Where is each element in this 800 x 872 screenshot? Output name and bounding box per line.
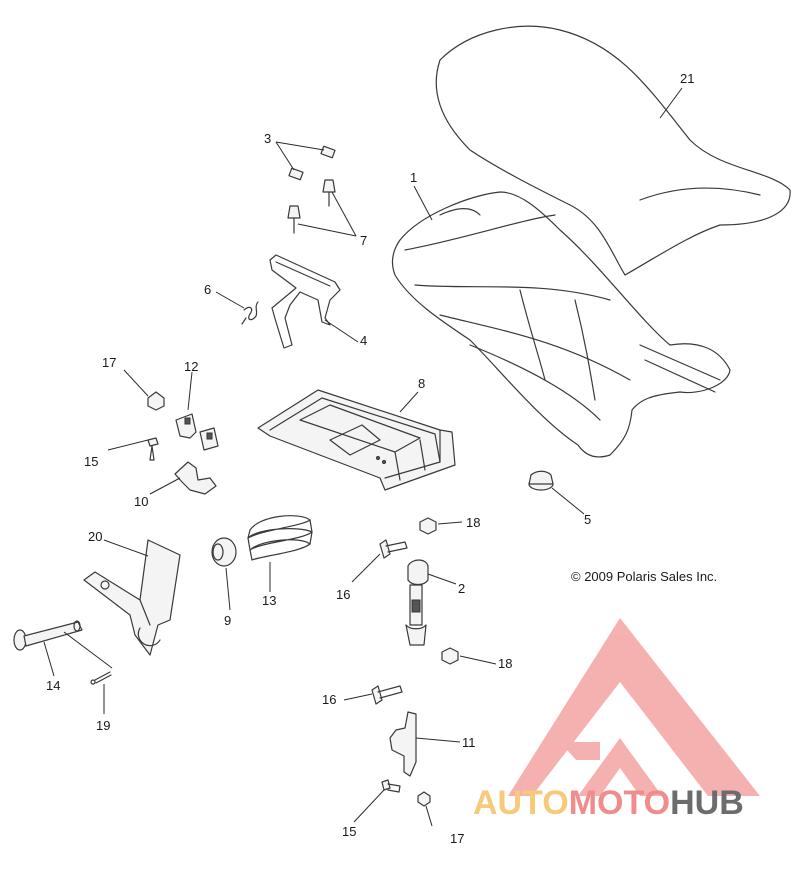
callout-14: 14 — [46, 678, 61, 693]
lower-bracket — [389, 711, 417, 777]
leader-lines — [43, 87, 683, 827]
rubber-bumper — [528, 470, 554, 491]
callout-11: 11 — [462, 735, 476, 750]
callout-10: 10 — [134, 494, 149, 509]
callout-20: 20 — [88, 529, 103, 544]
watermark-moto: MOTO — [568, 784, 671, 822]
callout-18-bottom: 18 — [498, 656, 513, 671]
shock-absorber — [405, 559, 429, 646]
watermark-auto: AUTO — [473, 784, 569, 822]
bolt-15a — [147, 437, 159, 461]
callout-13: 13 — [262, 593, 277, 608]
latch-spring — [241, 301, 259, 325]
callout-15-top: 15 — [84, 454, 99, 469]
callout-2: 2 — [458, 581, 466, 596]
callout-8: 8 — [418, 376, 426, 391]
cotter-pin — [90, 671, 112, 685]
watermark-text: AUTOMOTOHUB — [473, 786, 744, 820]
callout-12: 12 — [184, 359, 199, 374]
callout-17-bottom: 17 — [450, 831, 465, 846]
callout-1: 1 — [410, 170, 418, 185]
callout-6: 6 — [204, 282, 212, 297]
bolt-16b — [371, 685, 403, 705]
copyright-notice: © 2009 Polaris Sales Inc. — [571, 569, 718, 584]
bolt-15b — [381, 779, 401, 793]
watermark-logo-icon — [508, 618, 760, 796]
callout-7: 7 — [360, 233, 368, 248]
callout-15-bottom: 15 — [342, 824, 357, 839]
bolt-16a — [379, 539, 408, 559]
nut-18a — [419, 517, 437, 535]
seat-base — [391, 191, 731, 458]
coil-spring — [247, 515, 313, 561]
callout-4: 4 — [360, 333, 368, 348]
callout-5: 5 — [584, 512, 592, 527]
mount-bracket — [174, 461, 217, 495]
flange-nut-17a — [147, 391, 165, 411]
spring-seat-bushing — [211, 537, 237, 567]
flange-nut-17b — [417, 791, 431, 807]
callout-16-top: 16 — [336, 587, 351, 602]
callout-21: 21 — [680, 71, 695, 86]
storage-tray — [257, 389, 456, 491]
callout-19: 19 — [96, 718, 111, 733]
callout-3: 3 — [264, 131, 272, 146]
rivets — [287, 179, 336, 234]
seat-latch — [269, 254, 341, 349]
bumper-clips — [175, 413, 219, 451]
callout-17-top: 17 — [102, 355, 117, 370]
shock-mount-plate — [83, 539, 181, 656]
label-decals — [288, 145, 336, 181]
callout-18-top: 18 — [466, 515, 481, 530]
watermark-hub: HUB — [670, 784, 744, 822]
nut-18b — [441, 647, 459, 665]
clevis-pin — [13, 620, 83, 651]
callout-16-bottom: 16 — [322, 692, 337, 707]
seat-cover — [435, 25, 791, 276]
callout-9: 9 — [224, 613, 232, 628]
